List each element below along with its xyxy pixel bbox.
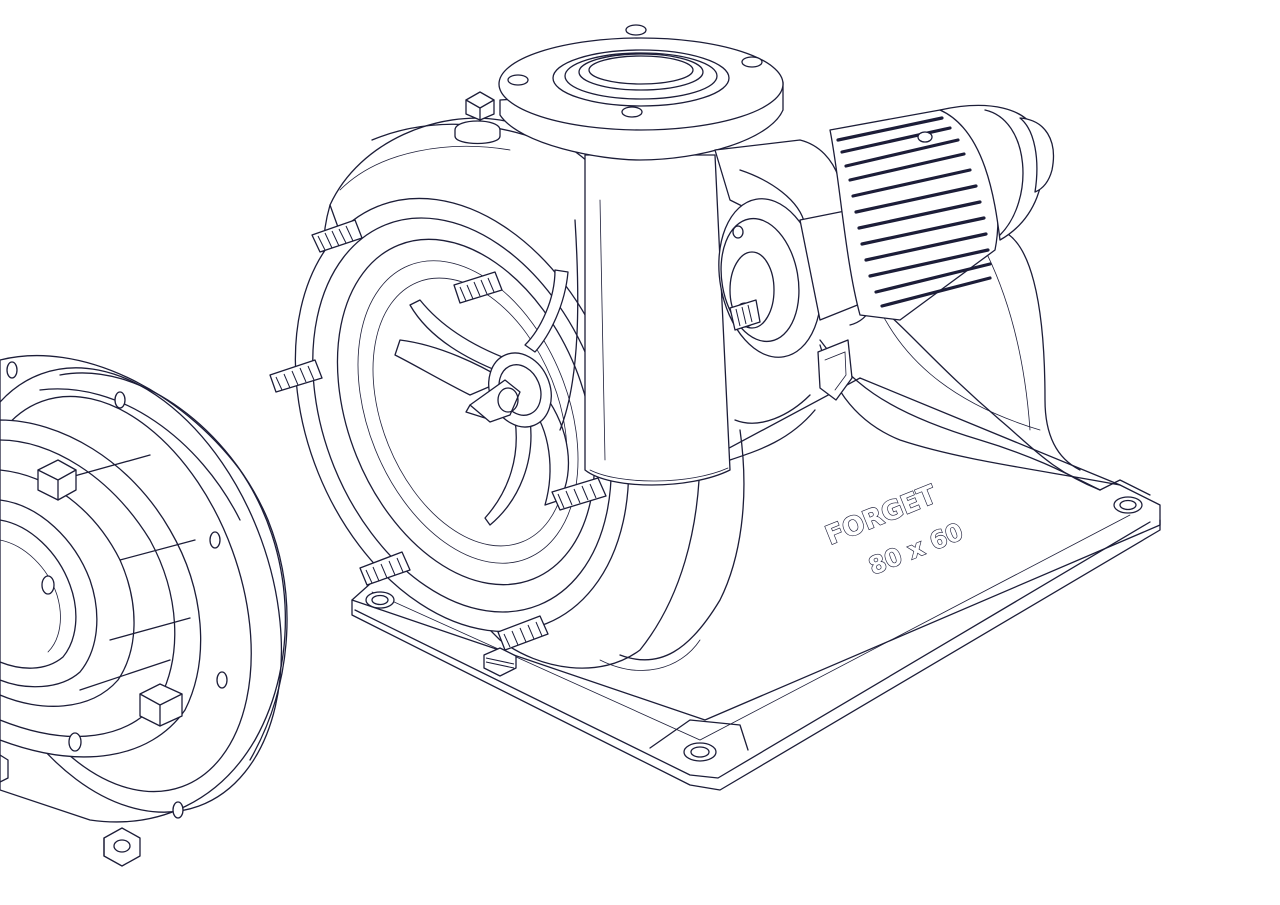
- hex-nut-2: [139, 683, 183, 727]
- stud-4: [551, 477, 607, 511]
- vent-plug: [454, 91, 501, 145]
- stud-2: [453, 271, 503, 304]
- stud-7: [729, 299, 761, 331]
- finned-bearing-cover: [829, 104, 1054, 321]
- bearing-housing: [714, 139, 879, 358]
- casing-studs: [269, 219, 761, 651]
- drain-plug: [483, 647, 517, 677]
- stud-6: [497, 615, 549, 651]
- hex-nut-4: [0, 754, 9, 783]
- hex-nut-1: [37, 459, 77, 501]
- stud-3: [269, 359, 323, 393]
- impeller: [394, 269, 570, 526]
- discharge-outlet: [498, 24, 784, 486]
- suction-cover: [0, 354, 288, 823]
- stud-1: [311, 219, 363, 253]
- bearing-pedestal: [729, 229, 1121, 491]
- stud-5: [359, 551, 411, 586]
- hex-nut-3: [103, 827, 141, 867]
- suction-cover-nuts: [0, 459, 183, 867]
